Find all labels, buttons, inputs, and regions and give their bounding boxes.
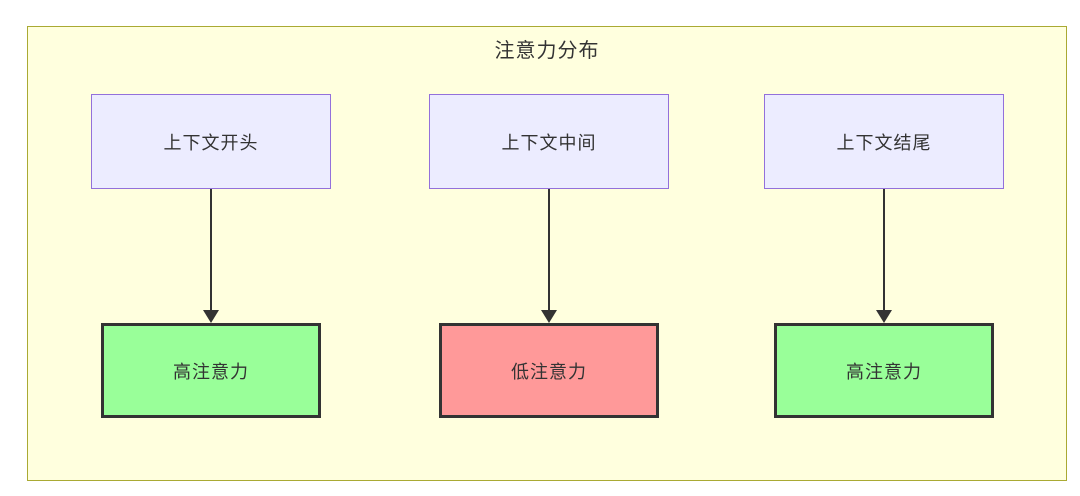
arrow-head-down-icon [541, 310, 557, 323]
flow-arrow-start [203, 189, 219, 323]
arrow-head-down-icon [203, 310, 219, 323]
diagram-title: 注意力分布 [494, 40, 600, 62]
arrow-line [210, 189, 212, 311]
node-low-attention-middle: 低注意力 [439, 323, 659, 418]
subgraph-attention-distribution: 注意力分布 上下文开头 高注意力 上下文中间 低注意力 上下文结尾 [27, 26, 1067, 481]
flow-arrow-end [876, 189, 892, 323]
flow-arrow-middle [541, 189, 557, 323]
node-high-attention-start: 高注意力 [101, 323, 321, 418]
arrow-line [883, 189, 885, 311]
node-context-end: 上下文结尾 [764, 94, 1004, 189]
node-context-middle: 上下文中间 [429, 94, 669, 189]
arrow-line [548, 189, 550, 311]
arrow-head-down-icon [876, 310, 892, 323]
node-context-beginning: 上下文开头 [91, 94, 331, 189]
node-high-attention-end: 高注意力 [774, 323, 994, 418]
flow-column-start: 上下文开头 高注意力 [86, 94, 336, 418]
flow-column-end: 上下文结尾 高注意力 [759, 94, 1009, 418]
flow-column-middle: 上下文中间 低注意力 [424, 94, 674, 418]
